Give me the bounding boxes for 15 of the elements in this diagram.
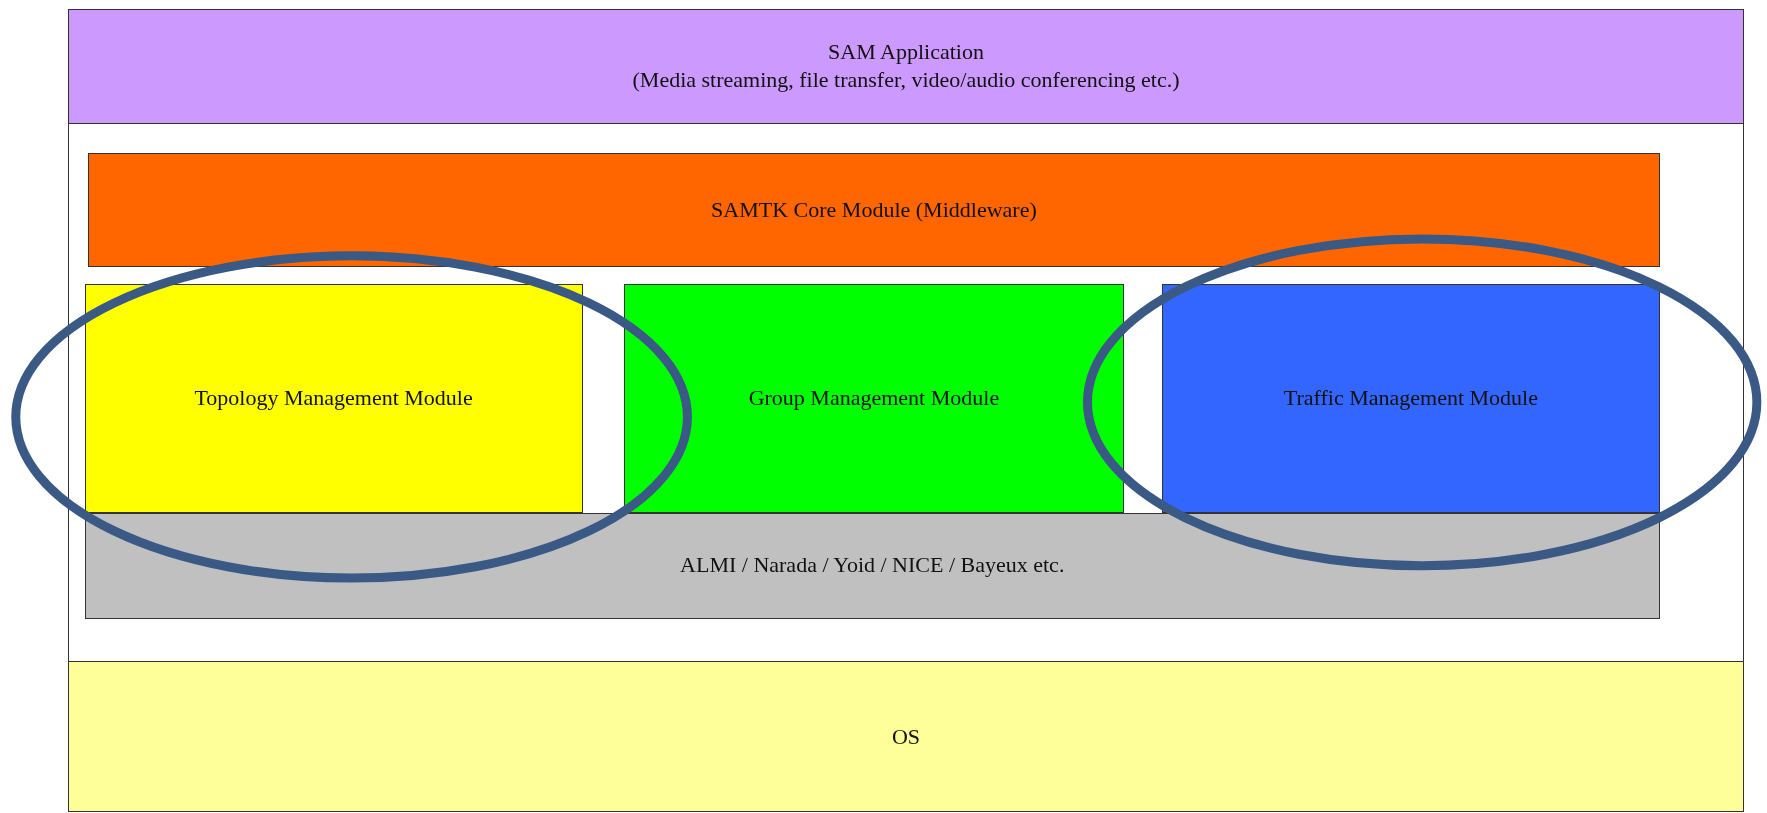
module-box — [1161, 283, 1660, 513]
layer-box — [67, 9, 1745, 124]
layer-box — [84, 512, 1660, 619]
layer-box — [67, 661, 1745, 813]
box-text: Topology Management Module — [194, 384, 473, 413]
module-box — [84, 283, 583, 513]
box-text: Traffic Management Module — [1283, 384, 1538, 413]
box-text: SAMTK Core Module (Middleware) — [711, 195, 1037, 224]
box-text: SAM Application — [828, 37, 984, 66]
box-text: OS — [891, 722, 921, 751]
box-text: ALMI / Narada / Yoid / NICE / Bayeux etc. — [680, 551, 1065, 580]
box-text: (Media streaming, file transfer, video/audio conferencing etc.) — [632, 66, 1180, 95]
module-box — [624, 283, 1124, 513]
box-text: Group Management Module — [748, 384, 1000, 413]
layer-box — [87, 153, 1660, 268]
